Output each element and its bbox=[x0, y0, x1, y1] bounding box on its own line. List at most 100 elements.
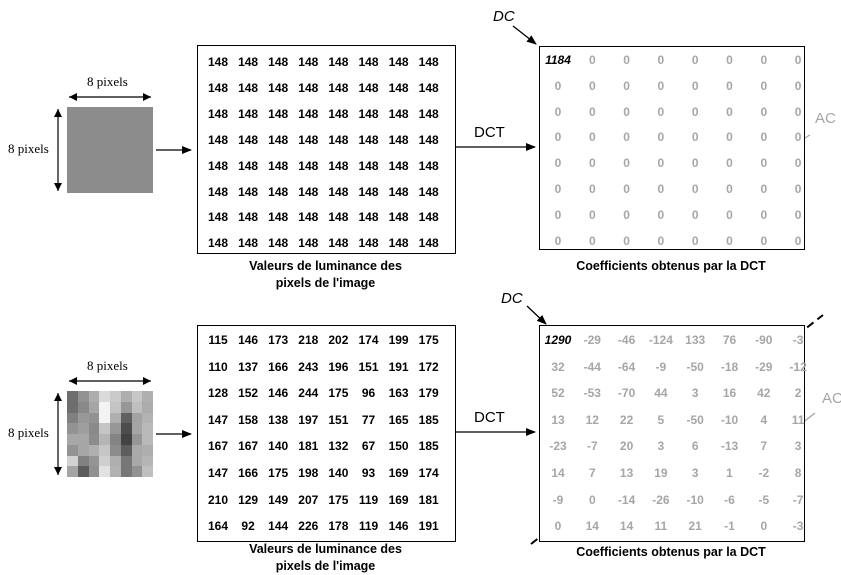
ac-coefficient: 0 bbox=[726, 104, 733, 119]
luminance-cell: 148 bbox=[268, 80, 289, 95]
luminance-cell: 148 bbox=[328, 106, 349, 121]
ac-coefficient: 3 bbox=[657, 439, 665, 454]
image-pixel bbox=[110, 150, 121, 161]
image-pixel bbox=[67, 182, 78, 193]
image-pixel bbox=[88, 391, 100, 402]
luminance-cell: 179 bbox=[418, 386, 439, 401]
ac-coefficient: -64 bbox=[617, 359, 636, 374]
dc-label: DC bbox=[493, 8, 515, 25]
ac-coefficient: 0 bbox=[623, 104, 630, 119]
ac-coefficient: 0 bbox=[691, 53, 699, 67]
ac-coefficient: -90 bbox=[755, 333, 773, 347]
ac-coefficient: -7 bbox=[792, 492, 804, 507]
image-pixel bbox=[142, 160, 153, 172]
luminance-cell: 148 bbox=[298, 210, 319, 225]
image-pixel bbox=[120, 117, 132, 129]
image-pixel bbox=[120, 466, 132, 477]
image-pixel bbox=[142, 423, 153, 434]
dc-label: DC bbox=[501, 290, 523, 307]
image-pixel bbox=[131, 391, 143, 402]
luminance-cell: 144 bbox=[268, 519, 289, 534]
luminance-cell: 148 bbox=[238, 132, 259, 147]
image-pixel bbox=[142, 139, 153, 150]
luminance-cell: 148 bbox=[388, 158, 409, 173]
luminance-cell: 148 bbox=[358, 80, 379, 95]
luminance-cell: 147 bbox=[207, 466, 229, 480]
ac-coefficient: 0 bbox=[794, 104, 802, 119]
image-pixel bbox=[142, 455, 153, 467]
luminance-cell: 172 bbox=[418, 359, 439, 374]
image-pixel bbox=[131, 401, 143, 413]
ac-coefficient: 0 bbox=[657, 53, 665, 67]
image-pixel bbox=[131, 455, 143, 467]
luminance-cell: 148 bbox=[238, 106, 259, 121]
ac-coefficient: -124 bbox=[648, 333, 673, 347]
luminance-cell: 148 bbox=[358, 184, 379, 199]
image-pixel bbox=[120, 412, 132, 424]
luminance-cell: 148 bbox=[418, 158, 439, 173]
ac-coefficient: -12 bbox=[789, 359, 807, 374]
image-pixel bbox=[99, 128, 110, 140]
luminance-cell: 148 bbox=[358, 236, 379, 251]
image-pixel bbox=[99, 160, 110, 172]
image-pixel bbox=[88, 150, 100, 161]
image-pixel bbox=[77, 444, 89, 456]
luminance-cell: 243 bbox=[298, 359, 319, 374]
image-pixel bbox=[67, 128, 78, 140]
image-pixel bbox=[142, 391, 153, 402]
luminance-cell: 148 bbox=[388, 184, 409, 199]
image-pixel bbox=[120, 391, 132, 402]
ac-coefficient: -53 bbox=[583, 386, 601, 401]
luminance-cell: 151 bbox=[358, 359, 379, 374]
image-width-label: 8 pixels bbox=[87, 74, 128, 89]
ac-coefficient: 0 bbox=[554, 104, 562, 119]
ac-coefficient: 22 bbox=[619, 412, 634, 427]
image-pixel bbox=[88, 139, 100, 150]
ac-coefficient: -10 bbox=[720, 412, 739, 427]
luminance-cell: 146 bbox=[238, 333, 259, 347]
luminance-cell: 148 bbox=[418, 184, 439, 199]
image-pixel bbox=[131, 107, 143, 118]
luminance-cell: 148 bbox=[268, 210, 289, 225]
image-pixel bbox=[131, 139, 143, 150]
image-pixel bbox=[142, 107, 153, 118]
luminance-cell: 148 bbox=[207, 132, 229, 147]
image-pixel bbox=[88, 182, 100, 193]
ac-coefficient: 12 bbox=[585, 412, 599, 427]
image-pixel bbox=[77, 401, 89, 413]
ac-coefficient: 0 bbox=[657, 78, 665, 93]
image-pixel bbox=[67, 466, 78, 477]
luminance-cell: 166 bbox=[238, 466, 259, 480]
luminance-cell: 148 bbox=[418, 55, 439, 69]
ac-coefficient: 6 bbox=[691, 439, 699, 454]
image-pixel bbox=[77, 128, 89, 140]
luminance-cell: 174 bbox=[358, 333, 379, 347]
ac-coefficient: 0 bbox=[691, 130, 699, 145]
ac-coefficient: 14 bbox=[551, 466, 565, 480]
luminance-cell: 199 bbox=[388, 333, 409, 347]
image-pixel bbox=[110, 455, 121, 467]
ac-coefficient: 0 bbox=[623, 182, 630, 196]
image-pixel bbox=[77, 107, 89, 118]
luminance-cell: 148 bbox=[268, 158, 289, 173]
luminance-cell: 148 bbox=[298, 55, 319, 69]
ac-coefficient: 0 bbox=[554, 156, 562, 171]
image-block-textured bbox=[67, 391, 153, 477]
ac-coefficient: -3 bbox=[792, 333, 804, 347]
ac-coefficient: -2 bbox=[758, 466, 770, 480]
luminance-cell: 150 bbox=[388, 439, 409, 454]
image-pixel bbox=[99, 107, 110, 118]
ac-coefficient: 1 bbox=[726, 466, 733, 480]
ac-coefficient: 0 bbox=[760, 519, 768, 534]
luminance-cell: 207 bbox=[298, 492, 319, 507]
image-pixel bbox=[142, 128, 153, 140]
luminance-cell: 148 bbox=[207, 55, 229, 69]
image-pixel bbox=[67, 434, 78, 445]
luminance-cell: 148 bbox=[418, 210, 439, 225]
luminance-cell: 148 bbox=[268, 236, 289, 251]
image-pixel bbox=[99, 150, 110, 161]
luminance-cell: 148 bbox=[328, 80, 349, 95]
luminance-cell: 119 bbox=[358, 519, 379, 534]
image-pixel bbox=[120, 139, 132, 150]
luminance-cell: 148 bbox=[328, 55, 349, 69]
